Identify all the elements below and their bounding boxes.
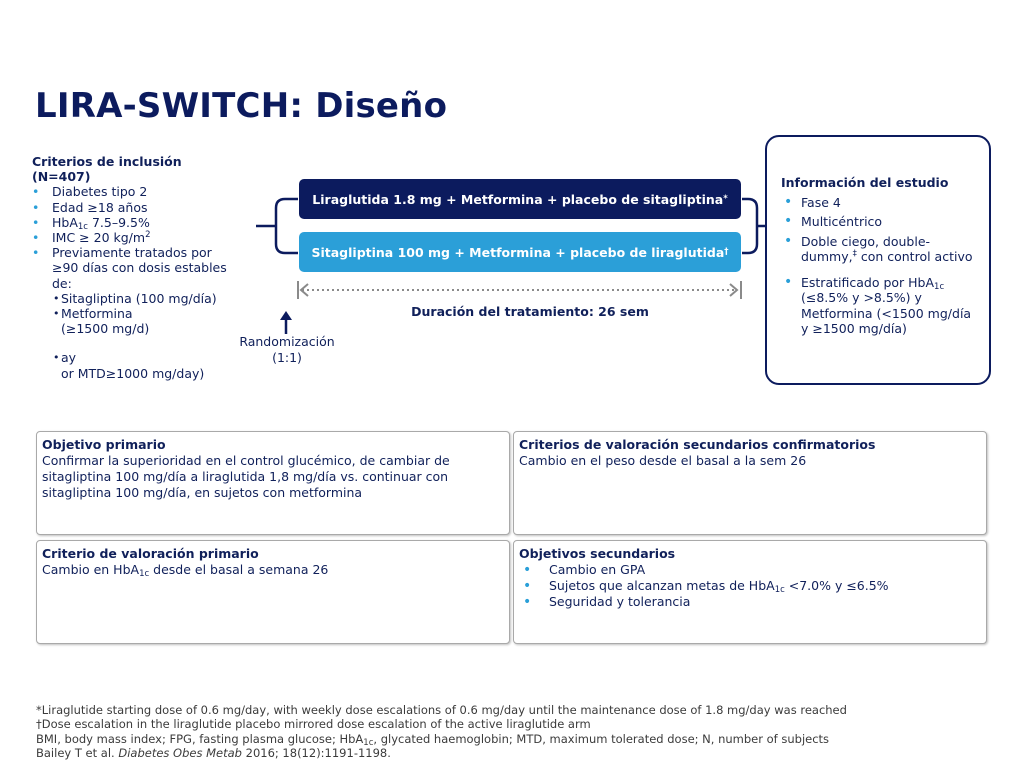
box-text-part: desde el basal a semana 26 xyxy=(149,562,329,577)
list-item: Sujetos que alcanzan metas de HbA1c <7.0… xyxy=(519,578,981,594)
inclusion-n: (N=407) xyxy=(32,169,91,185)
list-item-text: Estratificado por HbA xyxy=(801,274,935,290)
study-info-list: Fase 4 Multicéntrico Doble ciego, double… xyxy=(781,195,977,337)
subscript: 1c xyxy=(77,221,88,232)
footnote-reference: Bailey T et al. Diabetes Obes Metab 2016… xyxy=(36,746,996,760)
box-header: Objetivo primario xyxy=(42,437,166,452)
box-header: Objetivos secundarios xyxy=(519,546,676,561)
list-item-text: <7.0% y ≤6.5% xyxy=(784,578,889,593)
box-text-part: Cambio en HbA xyxy=(42,562,140,577)
list-item-text: Sujetos que alcanzan metas de HbA xyxy=(549,578,775,593)
subscript: 1c xyxy=(774,585,785,595)
footnote-text: BMI, body mass index; FPG, fasting plasm… xyxy=(36,731,364,746)
list-item: Estratificado por HbA1c (≤8.5% y >8.5%) … xyxy=(781,275,977,337)
subscript: 1c xyxy=(139,569,150,579)
primary-endpoint-box: Criterio de valoración primario Cambio e… xyxy=(36,540,510,644)
randomization-text: Randomización xyxy=(239,334,335,349)
list-item: Doble ciego, double-dummy,‡ con control … xyxy=(781,234,977,265)
secondary-objectives-list: Cambio en GPA Sujetos que alcanzan metas… xyxy=(519,562,981,610)
arm-label: Liraglutida 1.8 mg + Metformina + placeb… xyxy=(312,191,724,207)
list-item-text: or MTD≥1000 mg/day) xyxy=(61,365,205,381)
footnote-text: 2016; 18(12):1191-1198. xyxy=(241,745,391,760)
list-item: Cambio en GPA xyxy=(519,562,981,578)
treatment-duration: Duración del tratamiento: 26 sem xyxy=(411,304,649,319)
left-bracket xyxy=(274,197,298,255)
study-info-header: Información del estudio xyxy=(781,175,949,190)
randomization-label: Randomización (1:1) xyxy=(232,334,342,365)
list-item-text: IMC ≥ 20 kg/m xyxy=(52,230,146,246)
list-item: Previamente tratados por ≥90 días con do… xyxy=(32,245,257,291)
inclusion-header: Criterios de inclusión xyxy=(32,154,182,169)
list-item: Multicéntrico xyxy=(781,214,977,230)
list-item-text: Fase 4 xyxy=(801,194,841,210)
box-header: Criterio de valoración primario xyxy=(42,546,259,561)
footnote: BMI, body mass index; FPG, fasting plasm… xyxy=(36,731,996,748)
list-item: HbA1c 7.5–9.5% xyxy=(32,214,257,232)
list-item-text: Seguridad y tolerancia xyxy=(549,594,691,609)
list-item-text: Edad ≥18 años xyxy=(52,199,148,215)
box-text: Confirmar la superioridad en el control … xyxy=(42,453,450,500)
arm-label: Sitagliptina 100 mg + Metformina + place… xyxy=(311,244,725,260)
secondary-objectives-box: Objetivos secundarios Cambio en GPA Suje… xyxy=(513,540,987,644)
journal-name: Diabetes Obes Metab xyxy=(118,745,242,760)
list-item-text: Sitagliptina (100 mg/día) xyxy=(61,290,217,306)
list-item-text: ay xyxy=(61,350,77,366)
list-item-text: Metformina xyxy=(61,306,133,322)
footnote: †Dose escalation in the liraglutide plac… xyxy=(36,717,591,732)
box-header: Criterios de valoración secundarios conf… xyxy=(519,437,876,452)
list-item-text: Multicéntrico xyxy=(801,214,883,229)
list-item-text: HbA xyxy=(52,214,78,230)
list-item: Seguridad y tolerancia xyxy=(519,594,981,610)
list-item: Edad ≥18 años xyxy=(32,200,257,215)
list-item-text: 7.5–9.5% xyxy=(87,214,150,230)
treatment-arm-liraglutide: Liraglutida 1.8 mg + Metformina + placeb… xyxy=(299,179,741,219)
footnote-text: Bailey T et al. xyxy=(36,745,119,760)
duration-arrow-right xyxy=(729,283,739,297)
treatment-arm-sitagliptin: Sitagliptina 100 mg + Metformina + place… xyxy=(299,232,741,272)
footnote-mark: ‡ xyxy=(852,249,857,259)
box-text: Cambio en el peso desde el basal a la se… xyxy=(519,453,807,468)
sub-list-item: ay or MTD≥1000 mg/day) xyxy=(32,350,257,380)
sub-list-item: Metformina (≥1500 mg/d) xyxy=(32,306,257,336)
footnote-text: , glycated haemoglobin; MTD, maximum tol… xyxy=(373,731,830,746)
box-text: Cambio en HbA1c desde el basal a semana … xyxy=(42,562,504,578)
list-item-text: (≤8.5% y >8.5%) y Metformina (<1500 mg/d… xyxy=(801,290,972,336)
inclusion-list: Diabetes tipo 2 Edad ≥18 años HbA1c 7.5–… xyxy=(32,184,257,380)
list-item-text: Cambio en GPA xyxy=(549,562,646,577)
right-bracket xyxy=(742,197,759,255)
sub-list-item: Sitagliptina (100 mg/día) xyxy=(32,291,257,306)
list-item-text: Diabetes tipo 2 xyxy=(52,184,148,200)
list-item: IMC ≥ 20 kg/m2 xyxy=(32,230,257,245)
list-item-text: Previamente tratados por xyxy=(52,245,212,261)
randomization-arrow-head xyxy=(280,311,292,320)
list-item-text: (≥1500 mg/d) xyxy=(61,321,150,337)
footnotes: *Liraglutide starting dose of 0.6 mg/day… xyxy=(36,703,996,760)
list-item: Fase 4 xyxy=(781,195,977,211)
randomization-ratio: (1:1) xyxy=(272,349,302,365)
list-item-text: ≥90 días con dosis estables xyxy=(52,260,227,276)
list-item-text: de: xyxy=(52,275,72,291)
footnote: *Liraglutide starting dose of 0.6 mg/day… xyxy=(36,703,847,717)
subscript: 1c xyxy=(934,281,945,292)
list-item: Diabetes tipo 2 xyxy=(32,184,257,199)
secondary-confirmatory-box: Criterios de valoración secundarios conf… xyxy=(513,431,987,535)
inclusion-criteria: Criterios de inclusión (N=407) Diabetes … xyxy=(32,154,257,381)
superscript: 2 xyxy=(145,230,151,241)
duration-arrow-left xyxy=(299,283,309,297)
study-info-box: Información del estudio Fase 4 Multicént… xyxy=(765,135,991,385)
page-title: LIRA-SWITCH: Diseño xyxy=(35,86,448,126)
list-item-text: Doble ciego, double-dummy, xyxy=(801,233,931,265)
subscript: 1c xyxy=(363,737,374,748)
list-item-text: con control activo xyxy=(856,249,973,264)
primary-objective-box: Objetivo primario Confirmar la superiori… xyxy=(36,431,510,535)
